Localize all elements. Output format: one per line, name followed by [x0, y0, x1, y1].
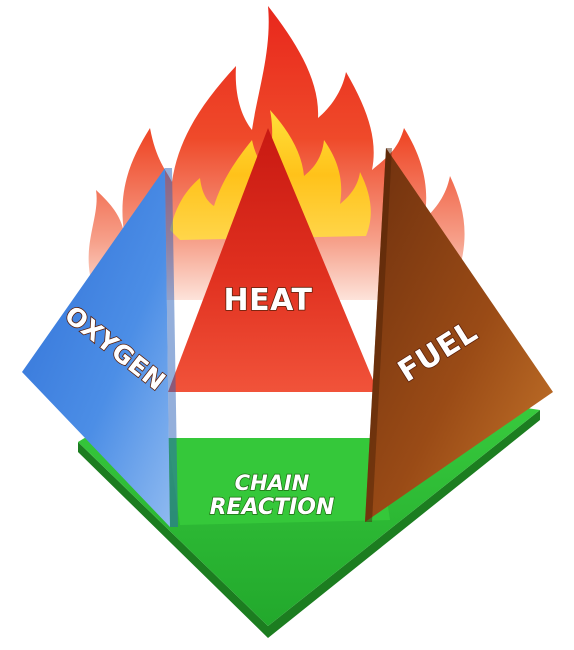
fuel-face-edge: [365, 148, 392, 522]
heat-face-lower-green: [168, 438, 390, 525]
chain-reaction-label-line2: REACTION: [210, 495, 335, 520]
heat-face-white-band: [168, 392, 378, 438]
fuel-face-shape: [365, 148, 553, 522]
oxygen-face-edge: [165, 168, 178, 527]
heat-label: HEAT: [224, 283, 313, 318]
chain-reaction-label-line1: CHAIN: [235, 471, 310, 495]
oxygen-face-shape: [22, 168, 170, 527]
heat-face-shape: [168, 128, 378, 392]
